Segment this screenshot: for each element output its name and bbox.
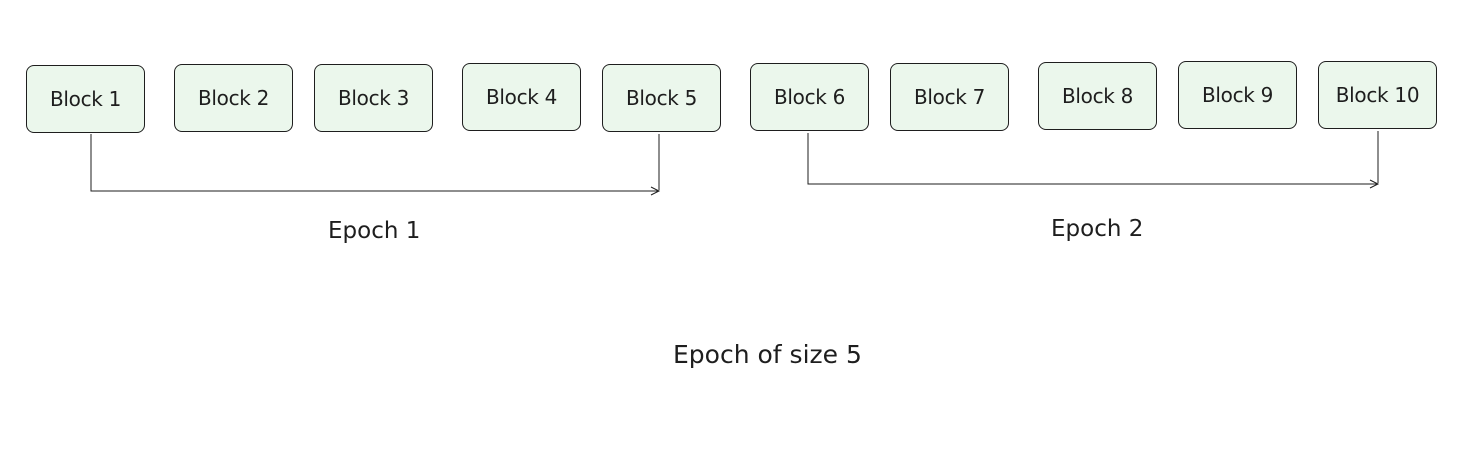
epoch-1-label: Epoch 1 [328,218,421,244]
block-label: Block 1 [49,87,122,111]
block-5: Block 5 [602,64,721,132]
block-2: Block 2 [174,64,293,132]
block-7: Block 7 [890,63,1009,131]
block-label: Block 9 [1201,83,1274,107]
block-label: Block 5 [625,86,698,110]
block-1: Block 1 [26,65,145,133]
epoch-2-arrow [807,131,1380,189]
block-label: Block 3 [337,86,410,110]
block-3: Block 3 [314,64,433,132]
block-8: Block 8 [1038,62,1157,130]
block-label: Block 8 [1061,84,1134,108]
block-6: Block 6 [750,63,869,131]
diagram-caption: Epoch of size 5 [673,340,862,369]
block-label: Block 4 [485,85,558,109]
block-9: Block 9 [1178,61,1297,129]
block-10: Block 10 [1318,61,1437,129]
epoch-1-arrow [90,134,661,196]
block-label: Block 10 [1335,83,1420,107]
block-label: Block 7 [913,85,986,109]
block-label: Block 2 [197,86,270,110]
block-4: Block 4 [462,63,581,131]
epoch-2-label: Epoch 2 [1051,216,1144,242]
block-label: Block 6 [773,85,846,109]
